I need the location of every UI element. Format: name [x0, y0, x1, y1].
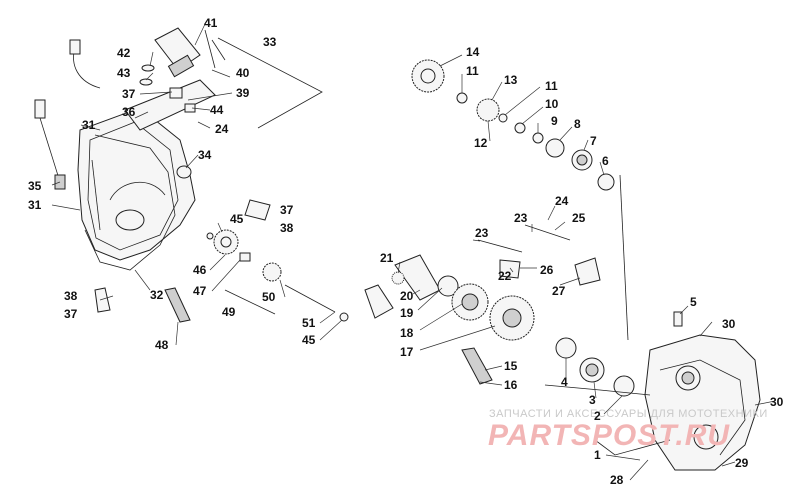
- label-50: 50: [262, 290, 276, 304]
- label-8: 8: [574, 117, 581, 131]
- label-21: 21: [380, 251, 394, 265]
- label-49: 49: [222, 305, 236, 319]
- watermark-brand: PARTSPOST.RU: [488, 419, 730, 452]
- motor-mount: [167, 54, 195, 78]
- label-46: 46: [193, 263, 207, 277]
- label-17: 17: [400, 345, 414, 359]
- seal-6: [597, 173, 615, 191]
- label-24b: 24: [555, 194, 569, 208]
- cover-plate: [77, 107, 196, 261]
- label-29: 29: [735, 456, 749, 470]
- housing-1: [644, 334, 761, 471]
- label-37a: 37: [122, 87, 136, 101]
- label-11b: 11: [545, 79, 558, 93]
- gasket: [84, 134, 176, 271]
- label-9: 9: [551, 114, 558, 128]
- label-43: 43: [117, 66, 131, 80]
- label-33: 33: [263, 35, 277, 49]
- label-32: 32: [150, 288, 164, 302]
- label-47: 47: [193, 284, 207, 298]
- chain-48: [164, 287, 191, 323]
- bracket-33: [217, 37, 323, 129]
- gear-13: [476, 98, 500, 122]
- label-37b: 37: [280, 203, 294, 217]
- label-15: 15: [504, 359, 518, 373]
- label-23b: 23: [514, 211, 528, 225]
- left-cover-assembly: [34, 27, 349, 323]
- watermark-caption: ЗАПЧАСТИ И АКСЕССУАРЫ ДЛЯ МОТОТЕХНИКИ: [489, 408, 768, 420]
- right-gearbox-assembly: [364, 59, 761, 471]
- label-25: 25: [572, 211, 586, 225]
- label-4: 4: [561, 375, 568, 389]
- label-34: 34: [198, 148, 212, 162]
- label-37c: 37: [64, 307, 78, 321]
- label-2: 2: [594, 409, 601, 423]
- label-13: 13: [504, 73, 518, 87]
- label-45a: 45: [230, 212, 244, 226]
- label-40: 40: [236, 66, 250, 80]
- label-22: 22: [498, 269, 512, 283]
- label-16: 16: [504, 378, 518, 392]
- part-number-labels: 41 33 42 40 43 37 39 36 44 31 24 34 35 3…: [28, 16, 784, 487]
- label-44: 44: [210, 103, 224, 117]
- label-28: 28: [610, 473, 624, 487]
- label-41: 41: [204, 16, 218, 30]
- label-5: 5: [690, 295, 697, 309]
- label-19: 19: [400, 306, 414, 320]
- label-20: 20: [400, 289, 414, 303]
- gear-50: [262, 262, 282, 282]
- cover-boss: [115, 209, 145, 231]
- label-31a: 31: [82, 118, 96, 132]
- label-14: 14: [466, 45, 480, 59]
- label-35: 35: [28, 179, 42, 193]
- label-1: 1: [594, 448, 601, 462]
- label-51: 51: [302, 316, 316, 330]
- cover-inner-edge: [87, 121, 179, 251]
- label-27: 27: [552, 284, 566, 298]
- label-36: 36: [122, 105, 136, 119]
- chain-15: [461, 347, 493, 385]
- label-31b: 31: [28, 198, 42, 212]
- label-11a: 11: [466, 64, 479, 78]
- watermark: ЗАПЧАСТИ И АКСЕССУАРЫ ДЛЯ МОТОТЕХНИКИ PA…: [488, 408, 768, 452]
- label-23a: 23: [475, 226, 489, 240]
- label-6: 6: [602, 154, 609, 168]
- label-42: 42: [117, 46, 131, 60]
- leader-lines: [51, 21, 776, 481]
- label-26: 26: [540, 263, 554, 277]
- label-12: 12: [474, 136, 488, 150]
- label-45b: 45: [302, 333, 316, 347]
- label-3: 3: [589, 393, 596, 407]
- ring-8: [545, 138, 565, 158]
- label-30a: 30: [722, 317, 736, 331]
- label-39: 39: [236, 86, 250, 100]
- label-38a: 38: [280, 221, 294, 235]
- label-18: 18: [400, 326, 414, 340]
- label-24a: 24: [215, 122, 229, 136]
- label-38b: 38: [64, 289, 78, 303]
- label-10: 10: [545, 97, 559, 111]
- label-48: 48: [155, 338, 169, 352]
- label-7: 7: [590, 134, 597, 148]
- label-30b: 30: [770, 395, 784, 409]
